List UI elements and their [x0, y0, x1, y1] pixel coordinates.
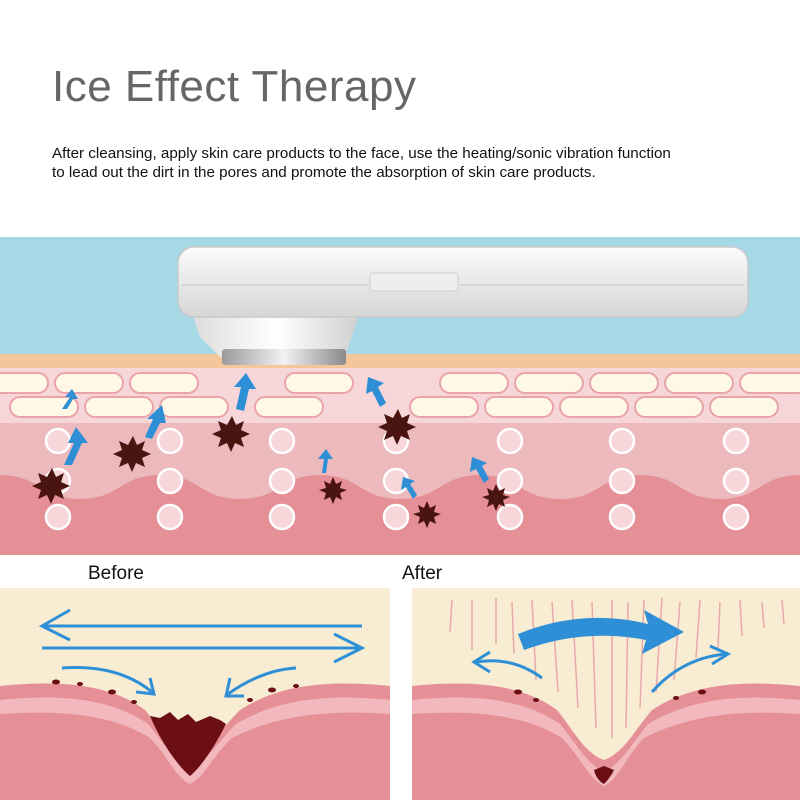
- after-panel-illustration: [412, 588, 800, 800]
- curved-arrow-icon: [471, 644, 732, 693]
- massage-device-icon: [177, 246, 749, 365]
- dirt-particle-icon: [32, 409, 510, 528]
- description: After cleansing, apply skin care product…: [52, 144, 762, 182]
- description-line-1: After cleansing, apply skin care product…: [52, 145, 671, 162]
- before-label: Before: [88, 563, 144, 584]
- cleaned-pore: [594, 766, 614, 784]
- skin-cells: [0, 372, 800, 418]
- after-label: After: [402, 563, 443, 584]
- pores: [44, 427, 750, 531]
- skin-surface-layer: [0, 354, 800, 368]
- big-arrow-icon: [518, 610, 684, 654]
- dirt-particle-icon: [52, 679, 299, 704]
- page-title: Ice Effect Therapy: [52, 62, 417, 111]
- dirt-particle-icon: [514, 689, 706, 702]
- clogged-pore: [150, 712, 226, 776]
- horizontal-arrows: [38, 608, 366, 664]
- before-panel-illustration: [0, 588, 390, 800]
- curved-arrow-icon: [61, 666, 297, 698]
- skin-cross-section-illustration: [0, 237, 800, 555]
- upward-arrow-icon: [62, 373, 489, 499]
- description-line-2: to lead out the dirt in the pores and pr…: [52, 164, 596, 181]
